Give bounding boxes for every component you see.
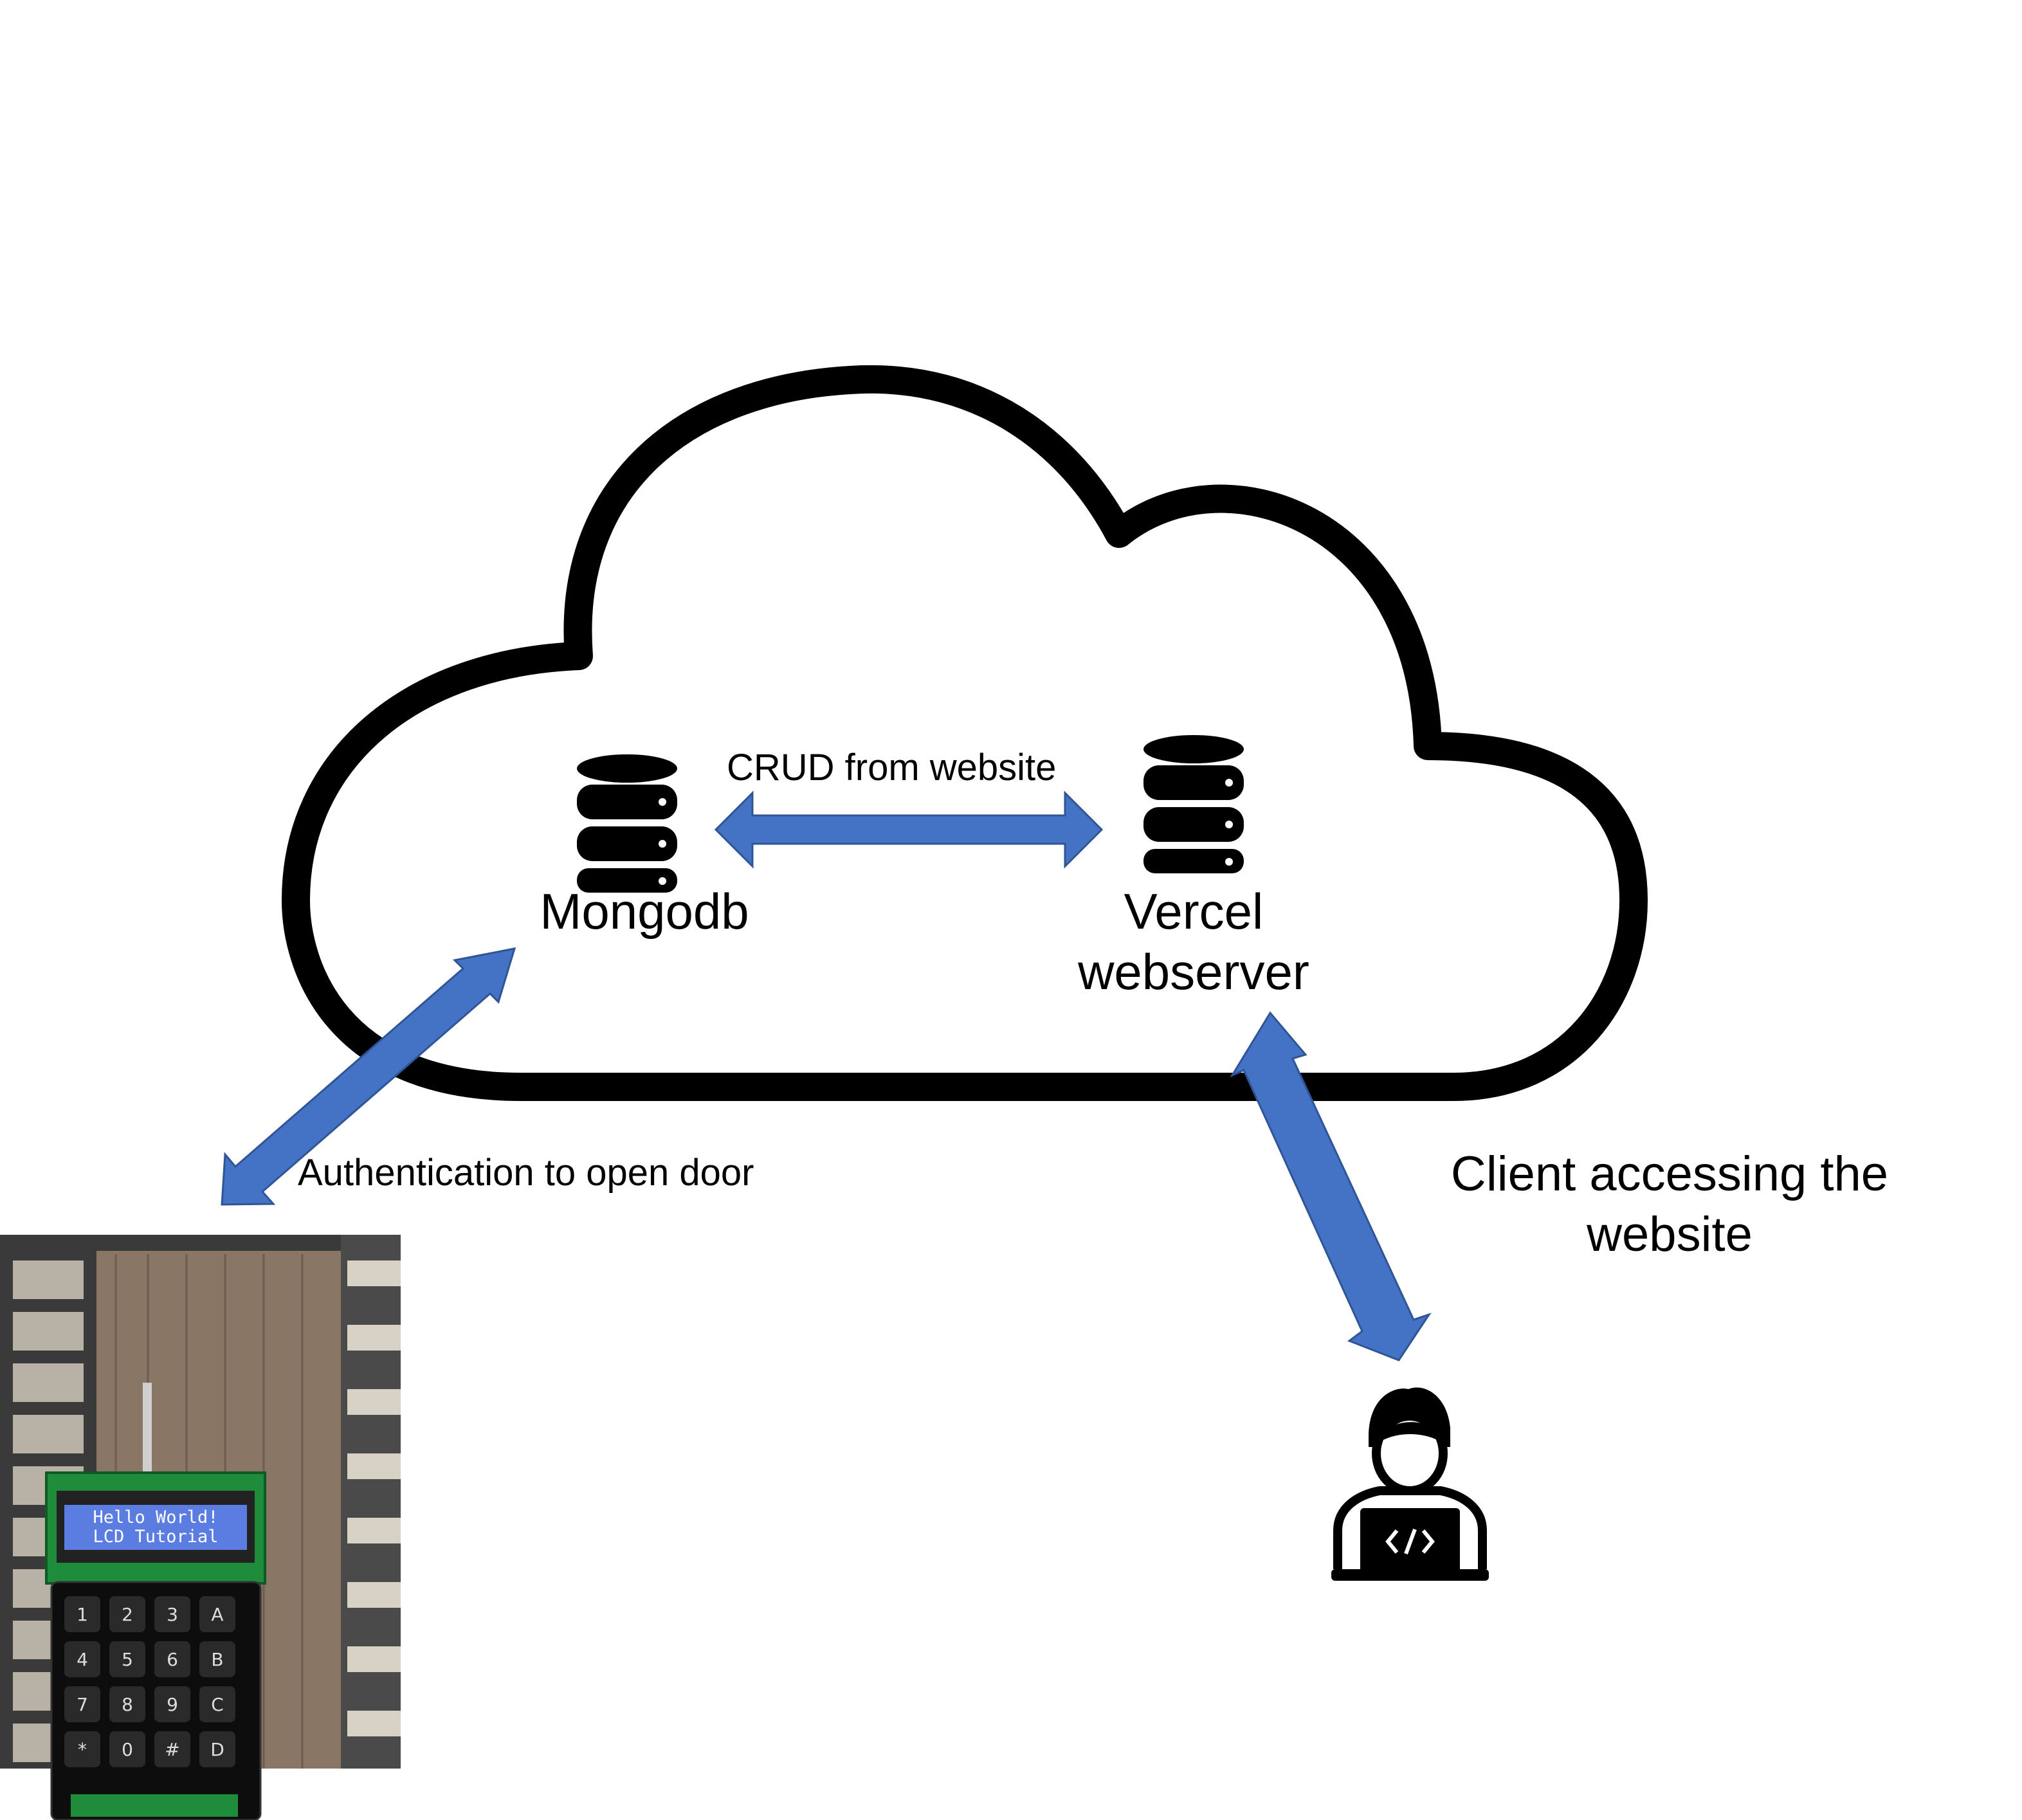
vercel-label-line2: webserver [1078,943,1309,1000]
keypad: 1 2 3 A 4 5 6 B 7 8 9 C * 0 # D [64,1596,251,1783]
keypad-key: 4 [64,1641,100,1677]
keypad-key: * [64,1731,100,1767]
crud-double-arrow [714,790,1104,869]
keypad-key: B [199,1641,235,1677]
vercel-database-icon [1143,735,1244,873]
keypad-key: C [199,1686,235,1722]
keypad-key: 1 [64,1596,100,1632]
mongodb-database-icon [577,754,677,893]
keypad-key: 2 [109,1596,145,1632]
keypad-key: 6 [154,1641,190,1677]
keypad-key: 8 [109,1686,145,1722]
auth-double-arrow [221,947,516,1206]
client-double-arrow [1230,1011,1432,1361]
vercel-label-line1: Vercel [1124,883,1264,940]
lcd-line-2: LCD Tutorial [93,1527,219,1547]
auth-edge-label: Authentication to open door [298,1152,754,1194]
keypad-key: 3 [154,1596,190,1632]
keypad-key: D [199,1731,235,1767]
lcd-line-1: Hello World! [93,1507,219,1527]
client-label-line2: website [1587,1207,1753,1262]
keypad-key: A [199,1596,235,1632]
keypad-key: 0 [109,1731,145,1767]
keypad-key: # [154,1731,190,1767]
keypad-key: 7 [64,1686,100,1722]
mongodb-label: Mongodb [540,883,749,940]
cloud-shape [282,365,1648,1101]
developer-laptop-icon [1331,1387,1489,1581]
crud-edge-label: CRUD from website [727,747,1057,788]
client-label-line1: Client accessing the [1450,1147,1889,1201]
keypad-key: 9 [154,1686,190,1722]
keypad-key: 5 [109,1641,145,1677]
